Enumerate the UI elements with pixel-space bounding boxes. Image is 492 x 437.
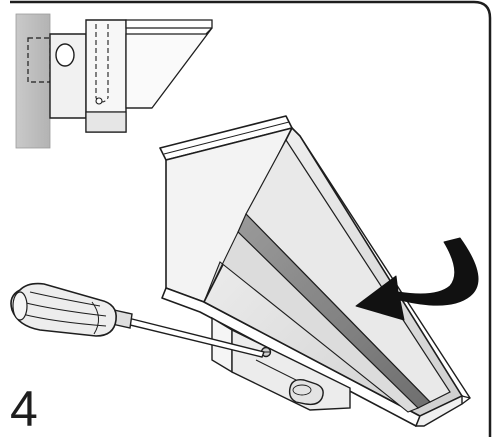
- fixture-top-inset: [125, 19, 213, 29]
- panel-border: [10, 0, 492, 437]
- step-number: 4: [10, 381, 38, 437]
- wall-section: [15, 13, 51, 149]
- light-fixture: [159, 115, 471, 427]
- arrow-body: [355, 237, 479, 321]
- reflector-lower: [203, 231, 419, 413]
- fixture-end-cap: [414, 394, 463, 427]
- mounting-hole: [55, 43, 75, 67]
- screw-inset: [95, 97, 103, 105]
- detail-inset: [15, 13, 213, 149]
- curved-arrow-icon: [355, 237, 479, 321]
- fixture-diffuser-inset: [125, 27, 213, 109]
- wall-bracket: [211, 316, 351, 411]
- screwdriver-icon: [10, 282, 265, 358]
